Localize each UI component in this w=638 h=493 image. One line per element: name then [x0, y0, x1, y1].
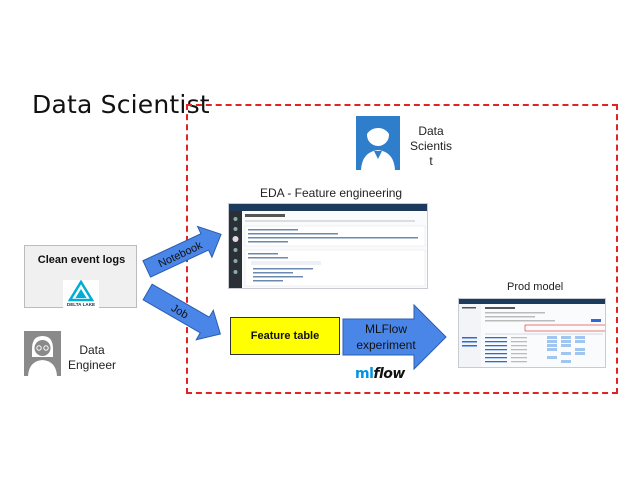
notebook-arrow: Notebook: [142, 225, 222, 278]
mlflow-arrow-label-line2: experiment: [356, 338, 416, 352]
eda-feature-engineering-label: EDA - Feature engineering: [260, 186, 403, 200]
data-engineer-avatar-icon: [24, 331, 61, 376]
data-engineer-label: Data Engineer: [67, 343, 117, 372]
job-arrow: Job: [142, 283, 222, 341]
data-scientist-label: Data Scientis t: [409, 124, 453, 168]
delta-lake-logo-icon: DELTA LAKE: [63, 280, 99, 308]
mlflow-logo-flow: flow: [373, 366, 405, 382]
mlflow-logo-ml: ml: [355, 366, 374, 382]
mlflow-logo: mlflow: [355, 366, 405, 382]
page-title: Data Scientist: [32, 90, 210, 119]
prod-model-label: Prod model: [507, 281, 564, 293]
mlflow-arrow-label-line1: MLFlow: [365, 322, 407, 336]
clean-event-logs-box: Clean event logs DELTA LAKE: [24, 245, 137, 308]
clean-event-logs-label: Clean event logs: [37, 254, 126, 266]
mlflow-experiment-arrow: MLFlow experiment: [342, 303, 447, 371]
data-scientist-avatar-icon: [356, 116, 400, 170]
feature-table-box: Feature table: [230, 317, 340, 355]
delta-lake-logo-text: DELTA LAKE: [67, 302, 95, 307]
feature-table-label: Feature table: [250, 330, 320, 342]
prod-model-screenshot: [458, 298, 606, 368]
notebook-screenshot: [228, 203, 428, 289]
